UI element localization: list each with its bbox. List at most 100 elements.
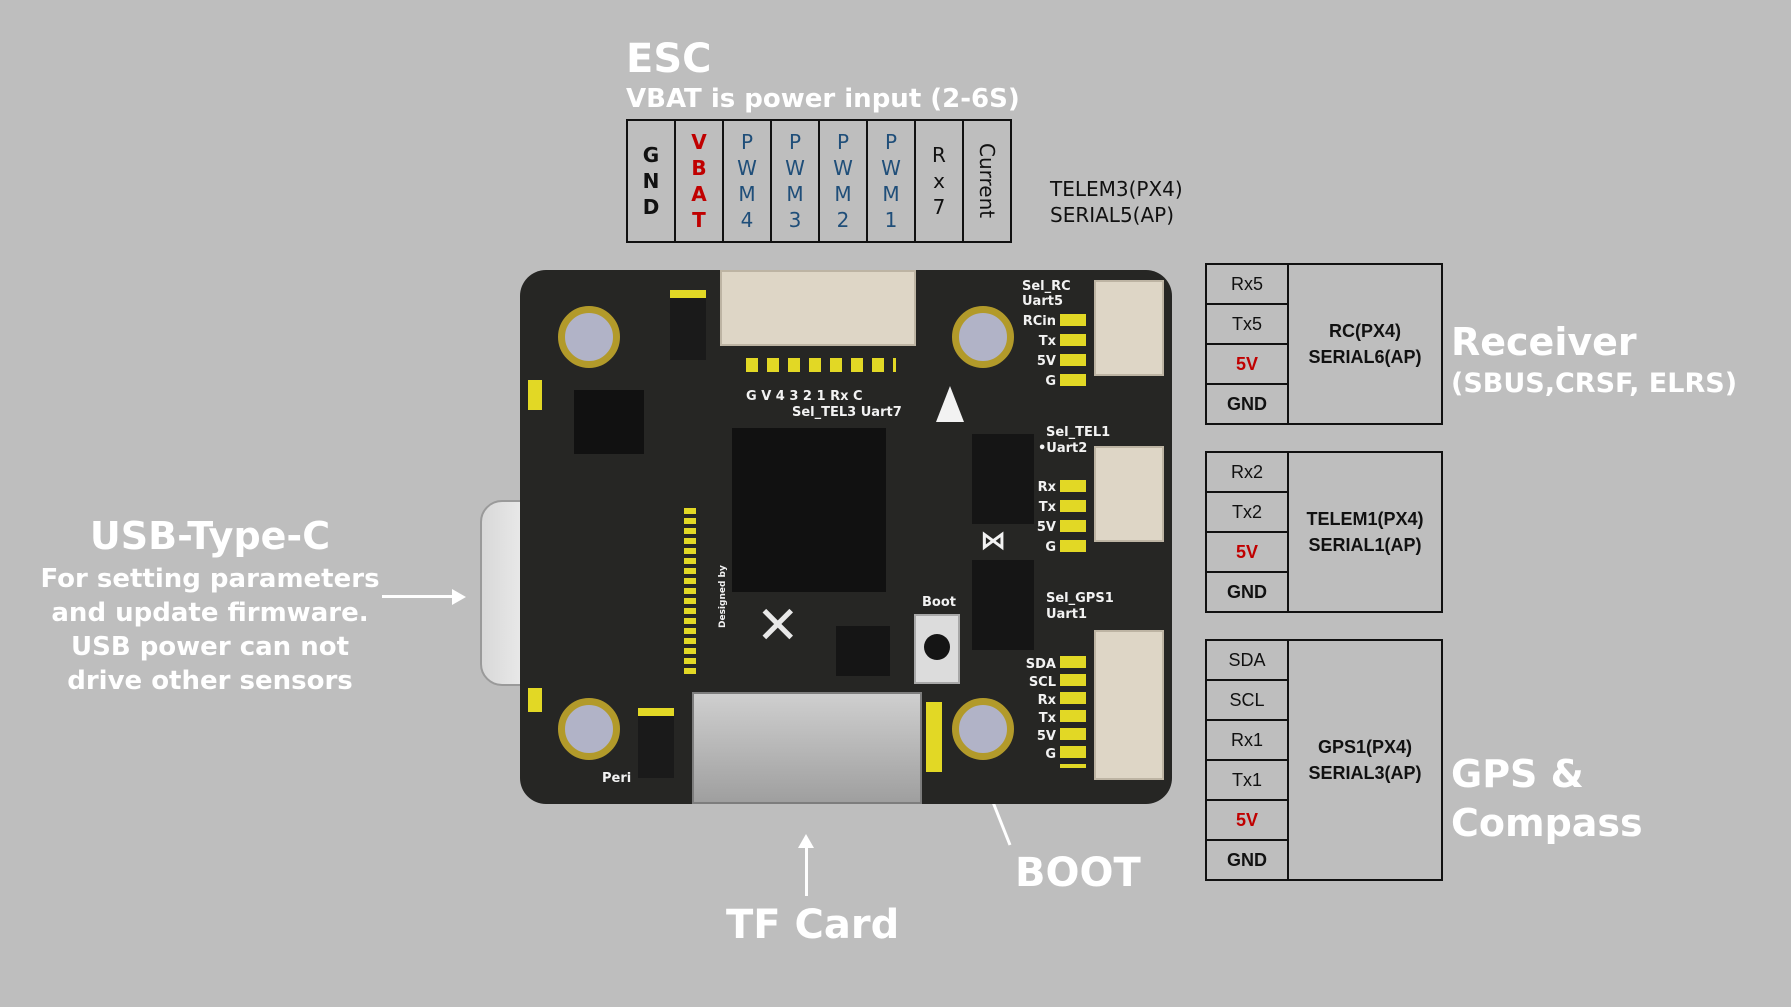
left-small-pad-1 (528, 380, 542, 410)
tf-slot-pad (926, 702, 942, 772)
telem1-pads (1060, 480, 1086, 558)
sensor-chip-2 (972, 560, 1034, 650)
brand-logo-icon: ⋈ (980, 526, 1006, 556)
silk-sel-gps1: Sel_GPS1 (1046, 591, 1114, 606)
esc-title: ESC (626, 36, 712, 82)
tf-arrow-line (805, 846, 808, 896)
component-bottom-left (638, 708, 674, 778)
esc-subtitle: VBAT is power input (2-6S) (626, 84, 1020, 114)
mount-hole-top-left (558, 306, 620, 368)
usb-desc-line-1: and update firmware. (51, 598, 369, 628)
silk-tel1-tx: Tx (1038, 500, 1056, 515)
silk-uart1: Uart1 (1046, 607, 1087, 622)
flight-controller-board: G V 4 3 2 1 Rx C Sel_TEL3 Uart7 Sel_RC U… (520, 270, 1172, 804)
logo-x-icon: ✕ (756, 596, 800, 656)
left-small-pad-2 (528, 688, 542, 712)
usb-desc-line-0: For setting parameters (40, 564, 380, 594)
silk-rc-g: G (1045, 374, 1056, 389)
silk-sel-rc: Sel_RC (1022, 279, 1071, 294)
silk-rc-5v: 5V (1036, 354, 1056, 369)
silk-uart2: •Uart2 (1038, 441, 1088, 456)
gps-connector (1094, 630, 1164, 780)
boot-button[interactable] (914, 614, 960, 684)
gps1-pin-scl: SCL (1205, 679, 1289, 721)
boot-label: BOOT (1015, 850, 1141, 896)
usb-arrow-line (382, 595, 454, 598)
direction-arrow-icon (936, 386, 964, 422)
usb-arrow-head (452, 589, 466, 605)
main-mcu-chip (732, 428, 886, 592)
gps1-pin-gnd: GND (1205, 839, 1289, 881)
gps1-pin-rx1: Rx1 (1205, 719, 1289, 761)
telem1-port-name: TELEM1(PX4)SERIAL1(AP) (1287, 451, 1443, 613)
imu-chip (574, 390, 644, 454)
silk-gps-5v: 5V (1036, 729, 1056, 744)
gps1-pin-tx1: Tx1 (1205, 759, 1289, 801)
rc-port-name: RC(PX4)SERIAL6(AP) (1287, 263, 1443, 425)
rc-pads (1060, 314, 1086, 392)
rc-pin-gnd: GND (1205, 383, 1289, 425)
rc-connector (1094, 280, 1164, 376)
gps-title-line2: Compass (1451, 801, 1643, 845)
baro-chip (836, 626, 890, 676)
silk-peri: Peri (602, 771, 632, 786)
telem1-pin-tx2: Tx2 (1205, 491, 1289, 533)
silk-gps-g: G (1045, 747, 1056, 762)
left-pads-column (684, 508, 696, 678)
tf-arrow-head (798, 834, 814, 848)
silk-gps-rx: Rx (1037, 693, 1056, 708)
gps1-pin-sda: SDA (1205, 639, 1289, 681)
silk-top-uarts: Sel_TEL3 Uart7 (792, 405, 902, 420)
gps-title-line1: GPS & (1451, 752, 1584, 796)
telem1-pin-gnd: GND (1205, 571, 1289, 613)
silk-uart5: Uart5 (1022, 294, 1063, 309)
receiver-subtitle: (SBUS,CRSF, ELRS) (1451, 368, 1738, 399)
telem3-line1: TELEM3(PX4) (1050, 177, 1183, 201)
receiver-title: Receiver (1451, 320, 1637, 364)
silk-rc-rcin: RCin (1022, 314, 1056, 329)
gps1-port-name: GPS1(PX4)SERIAL3(AP) (1287, 639, 1443, 881)
telem1-pin-5v: 5V (1205, 531, 1289, 573)
silk-boot: Boot (922, 595, 956, 610)
silk-gps-scl: SCL (1028, 675, 1056, 690)
usb-title: USB-Type-C (89, 514, 331, 558)
gps-pads (1060, 656, 1086, 768)
telem3-label: TELEM3(PX4) SERIAL5(AP) (1050, 176, 1183, 228)
component-top-left (670, 290, 706, 360)
mount-hole-top-right (952, 306, 1014, 368)
telem3-line2: SERIAL5(AP) (1050, 203, 1175, 227)
esc-connector (720, 270, 916, 346)
tf-card-label: TF Card (726, 902, 900, 948)
esc-connector-pads (746, 358, 896, 372)
silk-tel1-g: G (1045, 540, 1056, 555)
usb-description: For setting parameters and update firmwar… (0, 562, 420, 698)
sensor-chip-1 (972, 434, 1034, 524)
silk-top-pins: G V 4 3 2 1 Rx C (746, 389, 863, 404)
rc-pin-5v: 5V (1205, 343, 1289, 385)
mount-hole-bottom-right (952, 698, 1014, 760)
rc-pin-tx5: Tx5 (1205, 303, 1289, 345)
telem1-connector (1094, 446, 1164, 542)
silk-tel1-rx: Rx (1037, 480, 1056, 495)
mount-hole-bottom-left (558, 698, 620, 760)
silk-tel1-5v: 5V (1036, 520, 1056, 535)
usb-desc-line-2: USB power can not (70, 632, 350, 662)
silk-designed-by: Designed by (718, 565, 728, 628)
rc-pin-rx5: Rx5 (1205, 263, 1289, 305)
silk-sel-tel1: Sel_TEL1 (1046, 425, 1111, 440)
esc-pin-7: Current (962, 119, 1012, 243)
